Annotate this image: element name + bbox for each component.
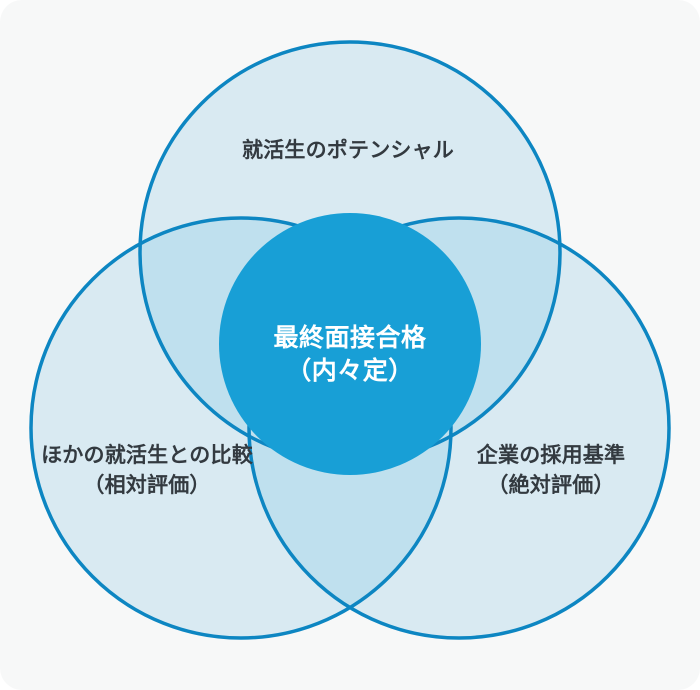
bottom-left-circle-outline <box>29 216 453 640</box>
bottom-right-circle-label: 企業の採用基準 （絶対評価） <box>477 441 625 501</box>
center-label-line2: （内々定） <box>286 357 414 385</box>
bottom-right-label-line1: 企業の採用基準 <box>476 444 626 467</box>
center-circle-label: 最終面接合格 （内々定） <box>273 322 426 388</box>
bottom-left-label-line1: ほかの就活生との比較 <box>41 444 253 467</box>
bottom-right-circle-outline <box>247 216 671 640</box>
center-label-line1: 最終面接合格 <box>273 324 427 352</box>
top-circle-label: 就活生のポテンシャル <box>242 136 454 166</box>
bottom-left-label-line2: （相対評価） <box>83 474 211 497</box>
top-circle-label-text: 就活生のポテンシャル <box>242 139 454 162</box>
bottom-left-circle-label: ほかの就活生との比較 （相対評価） <box>41 441 253 501</box>
bottom-right-label-line2: （絶対評価） <box>487 474 615 497</box>
circle-outlines <box>29 40 671 640</box>
center-circle <box>219 213 481 475</box>
